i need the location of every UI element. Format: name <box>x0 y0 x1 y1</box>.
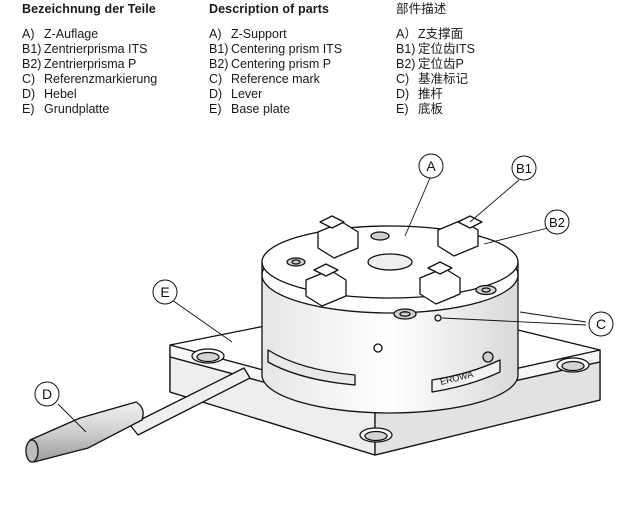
legend-item: C)Referenzmarkierung <box>22 72 158 86</box>
legend-item: B2)Zentrierprisma P <box>22 57 137 71</box>
legend-item: A）Z支撑面 <box>396 27 464 41</box>
centering-prisms <box>305 215 483 307</box>
callout-e-circle <box>152 279 178 305</box>
legend-column-german: Bezeichnung der Teile A)Z-Auflage B1)Zen… <box>22 2 157 117</box>
legend-item: E)Base plate <box>209 102 291 116</box>
legend-heading-chinese: 部件描述 <box>396 2 447 16</box>
legend-item: A)Z-Auflage <box>22 27 99 41</box>
callout-a-circle <box>418 153 444 179</box>
legend-item: A)Z-Support <box>209 27 287 41</box>
legend-column-english: Description of parts A)Z-Support B1)Cent… <box>209 2 342 117</box>
lever <box>25 367 251 463</box>
legend-item: B1)Centering prism ITS <box>209 42 343 56</box>
legend-heading-english: Description of parts <box>209 2 330 16</box>
leader-lines <box>57 177 587 433</box>
legend-item: E)底板 <box>396 102 444 116</box>
legend-heading-german: Bezeichnung der Teile <box>22 2 156 16</box>
legend-item: E)Grundplatte <box>22 102 110 116</box>
callout-b2: B2 <box>549 215 565 230</box>
callout-b1-circle <box>511 155 537 181</box>
legend-item: D)Lever <box>209 87 263 101</box>
chuck-drawing: EROWA A B1 B2 C E D <box>25 153 614 463</box>
legend-item: B1)定位齿ITS <box>396 42 475 56</box>
legend-item: D)推杆 <box>396 87 444 101</box>
callout-b2-circle <box>544 209 570 235</box>
callout-d-circle <box>34 381 60 407</box>
legend-item: D)Hebel <box>22 87 77 101</box>
legend-item: C)Reference mark <box>209 72 320 86</box>
legend-item: C)基准标记 <box>396 72 469 86</box>
legend-item: B1)Zentrierprisma ITS <box>22 42 148 56</box>
callout-e: E <box>160 284 169 300</box>
legend-item: B2)定位齿P <box>396 57 464 71</box>
callout-c-circle <box>588 311 614 337</box>
legend-column-chinese: 部件描述 A）Z支撑面 B1)定位齿ITS B2)定位齿P C)基准标记 D)推… <box>396 2 475 117</box>
legend-item: B2)Centering prism P <box>209 57 332 71</box>
callout-d: D <box>42 386 52 402</box>
callout-a: A <box>426 158 436 174</box>
callout-b1: B1 <box>516 161 532 176</box>
callout-c: C <box>596 316 606 332</box>
